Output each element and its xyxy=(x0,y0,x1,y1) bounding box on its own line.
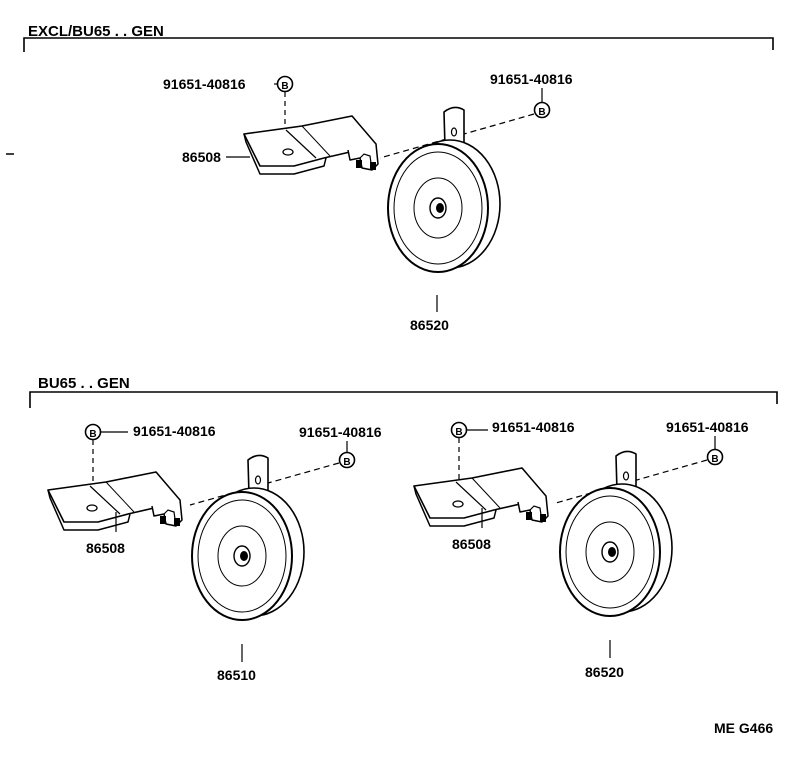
bolt-symbol: B xyxy=(343,457,350,468)
bolt-left-label: 91651-40816 xyxy=(163,76,246,92)
bolt-right-label: 91651-40816 xyxy=(490,71,573,87)
bracket-label: 86508 xyxy=(452,536,491,552)
section-bu65-gen: BU65 . . GEN B 91651-40816 91651-40816 B… xyxy=(29,375,778,683)
bracket-part xyxy=(47,471,183,531)
bolt-symbol: B xyxy=(281,81,288,92)
bolt-symbol: B xyxy=(711,454,718,465)
bolt-symbol: B xyxy=(89,429,96,440)
group-left: B 91651-40816 91651-40816 B 86508 86510 xyxy=(47,423,382,683)
bracket-label: 86508 xyxy=(86,540,125,556)
section-header: BU65 . . GEN xyxy=(38,375,130,392)
horn-part xyxy=(558,449,674,618)
bolt-right-label: 91651-40816 xyxy=(666,419,749,435)
bracket-label: 86508 xyxy=(182,149,221,165)
dashed-axis xyxy=(189,462,340,506)
section-header: EXCL/BU65 . . GEN xyxy=(28,23,164,40)
section-bracket-line xyxy=(29,391,778,408)
bolt-left-label: 91651-40816 xyxy=(492,419,575,435)
horn-label: 86510 xyxy=(217,667,256,683)
bracket-part xyxy=(413,467,549,527)
bolt-symbol: B xyxy=(455,427,462,438)
horn-label: 86520 xyxy=(410,317,449,333)
bolt-right-label: 91651-40816 xyxy=(299,424,382,440)
horn-part xyxy=(190,453,306,622)
horn-label: 86520 xyxy=(585,664,624,680)
section-excl-bu65-gen: EXCL/BU65 . . GEN 91651-40816 B 91651-40… xyxy=(6,23,774,333)
bracket-part xyxy=(243,115,379,175)
figure-code: ME G466 xyxy=(714,720,773,736)
dashed-axis xyxy=(555,459,708,504)
horn-part xyxy=(386,105,502,274)
bolt-left-label: 91651-40816 xyxy=(133,423,216,439)
group-right: B 91651-40816 91651-40816 B 86508 86520 xyxy=(413,419,749,680)
bolt-symbol: B xyxy=(538,107,545,118)
section-bracket-line xyxy=(23,37,774,52)
